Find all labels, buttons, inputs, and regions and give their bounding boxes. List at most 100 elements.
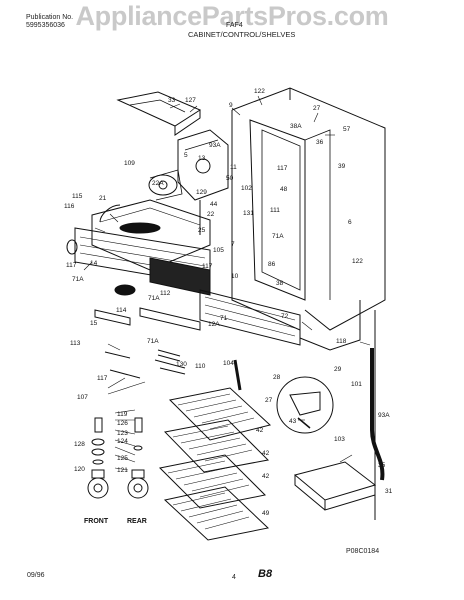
ring-gasket xyxy=(66,239,78,255)
callout-label-c130: 130 xyxy=(176,361,187,368)
louver xyxy=(94,309,131,326)
drain-pan xyxy=(293,461,377,511)
callout-label-c111: 111 xyxy=(270,207,280,214)
callout-label-c25: 25 xyxy=(198,227,206,234)
callout-label-c128: 128 xyxy=(74,441,85,448)
callout-label-c124: 124 xyxy=(117,438,128,445)
callout-label-c125: 125 xyxy=(117,455,128,462)
callout-label-c35: 35 xyxy=(378,462,386,469)
model-code: FAF4 xyxy=(226,22,243,29)
callout-label-c126: 126 xyxy=(117,420,128,427)
callout-label-c123: 123 xyxy=(117,430,128,437)
control-box xyxy=(177,129,229,201)
drawing-code: P08C0184 xyxy=(346,548,380,555)
callout-label-c42b: 42 xyxy=(262,450,270,457)
thermometer xyxy=(233,359,242,391)
callout-label-c72: 72 xyxy=(281,313,289,320)
callout-label-c86: 86 xyxy=(268,261,276,268)
callout-label-c12a: 12A xyxy=(208,321,220,328)
callout-label-c71a: 71A xyxy=(272,233,284,240)
callout-label-c115: 115 xyxy=(72,193,83,200)
callout-label-c11: 11 xyxy=(230,164,237,171)
callout-label-c38: 38 xyxy=(276,280,284,287)
caster-caption-rear: REAR xyxy=(127,518,147,525)
callout-label-c9: 9 xyxy=(229,102,233,109)
footer-date: 09/96 xyxy=(27,572,45,579)
callout-label-c131: 131 xyxy=(243,210,254,217)
callout-label-c113: 113 xyxy=(70,340,81,347)
callout-label-c15: 15 xyxy=(90,320,98,327)
callout-label-c71ad: 71A xyxy=(147,338,159,345)
callout-label-c28: 28 xyxy=(273,374,281,381)
casters xyxy=(87,417,149,499)
bracket-71 xyxy=(139,307,201,331)
callout-label-c22: 22 xyxy=(207,211,215,218)
footer-code: B8 xyxy=(258,568,273,580)
callout-label-c57: 57 xyxy=(343,126,351,133)
leader-lines xyxy=(83,95,371,471)
callout-label-c71: 71 xyxy=(220,315,228,322)
callout-label-c109: 109 xyxy=(124,160,135,167)
bolts xyxy=(104,349,186,379)
callout-label-c71ab: 71A xyxy=(72,276,84,283)
callout-label-c21: 21 xyxy=(99,195,107,202)
callout-label-c129: 129 xyxy=(196,189,207,196)
callout-label-c114: 114 xyxy=(116,307,127,314)
callout-label-c22a: 22A xyxy=(152,180,164,187)
callout-label-c50: 50 xyxy=(226,175,234,182)
callout-label-c5: 5 xyxy=(184,152,188,159)
callout-label-c121: 121 xyxy=(117,467,128,474)
callout-label-c107: 107 xyxy=(77,394,88,401)
callout-label-c6: 6 xyxy=(348,219,352,226)
callout-label-c31: 31 xyxy=(385,488,393,495)
callout-label-c117a: 117 xyxy=(277,165,288,172)
drain-cap xyxy=(114,284,136,296)
callout-label-c13: 13 xyxy=(198,155,206,162)
callout-label-c27a: 27 xyxy=(313,105,321,112)
footer-page: 4 xyxy=(232,574,236,581)
hinge-detail xyxy=(276,376,334,434)
callout-label-c117d: 117 xyxy=(97,375,108,382)
lower-grille xyxy=(199,289,301,346)
callout-label-c110: 110 xyxy=(195,363,206,370)
cabinet-shell xyxy=(231,87,386,351)
callout-label-c120: 120 xyxy=(74,466,85,473)
callout-label-c10: 10 xyxy=(231,273,239,280)
callout-label-c71ac: 71A xyxy=(148,295,160,302)
callout-label-c118: 118 xyxy=(336,338,347,345)
section-title: CABINET/CONTROL/SHELVES xyxy=(188,30,296,39)
callout-label-c44: 44 xyxy=(210,201,218,208)
evaporator-panel xyxy=(74,227,211,296)
callout-label-c33: 33 xyxy=(168,97,176,104)
callout-label-c14: 14 xyxy=(90,260,98,267)
callout-label-c101: 101 xyxy=(351,381,362,388)
callout-label-c39: 39 xyxy=(338,163,346,170)
air-duct xyxy=(91,199,211,271)
top-bracket xyxy=(116,91,202,136)
callout-label-c36: 36 xyxy=(316,139,324,146)
callout-label-c93ab: 93A xyxy=(378,412,390,419)
wire-shelves xyxy=(158,387,272,541)
callout-label-c117c: 117 xyxy=(66,262,77,269)
callout-label-c104: 104 xyxy=(223,360,234,367)
callout-label-c112: 112 xyxy=(160,290,171,297)
callout-label-c29: 29 xyxy=(334,366,342,373)
callout-label-c117b: 117 xyxy=(202,263,213,270)
callout-label-c127: 127 xyxy=(185,97,196,104)
callout-label-c42c: 42 xyxy=(262,473,270,480)
watermark: AppliancePartsPros.com xyxy=(75,1,389,31)
callout-label-c48: 48 xyxy=(280,186,288,193)
callout-label-c93a: 93A xyxy=(209,142,221,149)
callout-label-c116: 116 xyxy=(64,203,75,210)
callout-label-c7: 7 xyxy=(231,241,235,248)
caster-caption-front: FRONT xyxy=(84,518,109,525)
callout-label-c49: 49 xyxy=(262,510,270,517)
publication-number: 5995356036 xyxy=(26,22,65,29)
callout-label-c103: 103 xyxy=(334,436,345,443)
callout-label-c122b: 122 xyxy=(352,258,363,265)
callout-label-c102: 102 xyxy=(241,185,252,192)
callout-label-c122a: 122 xyxy=(254,88,265,95)
callout-label-c38a: 38A xyxy=(290,123,302,130)
fan-motor xyxy=(148,169,183,201)
